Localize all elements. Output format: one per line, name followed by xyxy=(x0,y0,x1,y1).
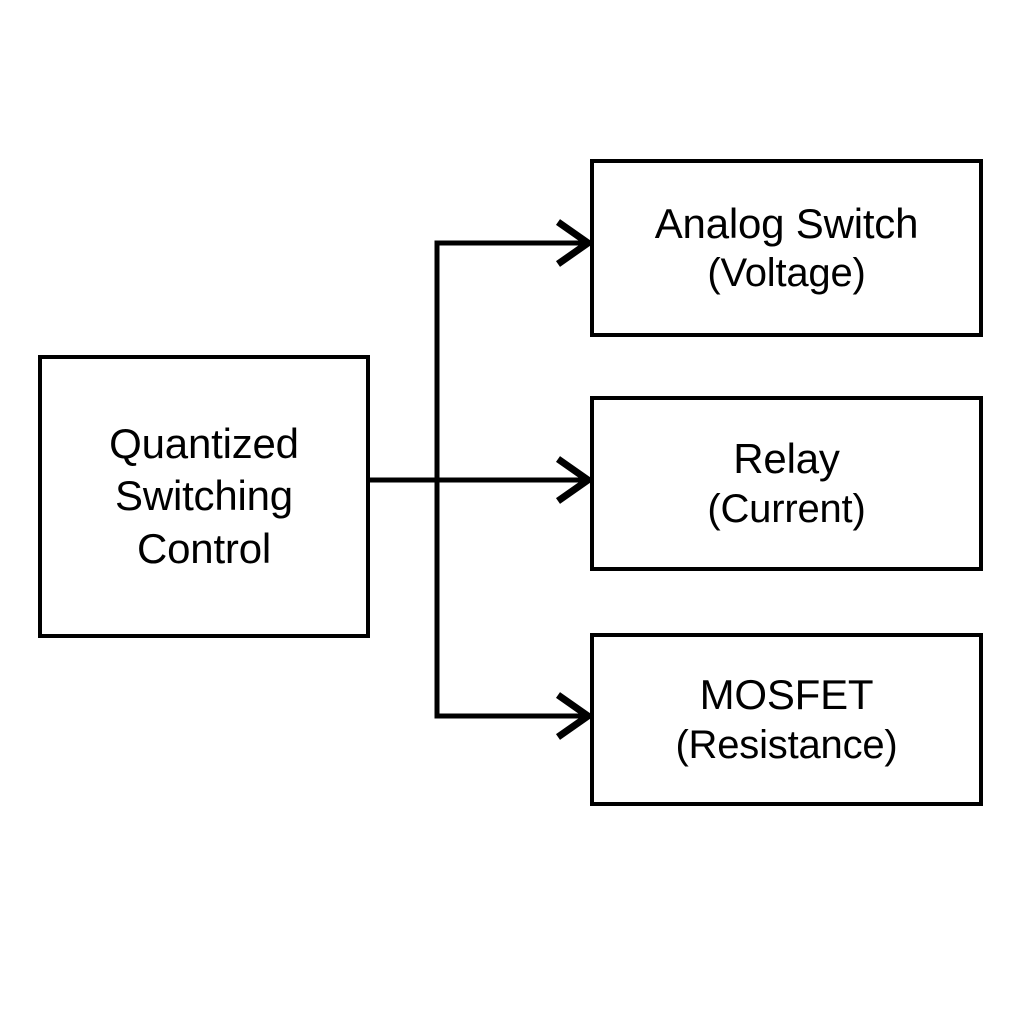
edge-source-to-relay xyxy=(437,456,595,504)
edge-source-to-mosfet xyxy=(437,692,595,740)
node-analog-switch[interactable]: Analog Switch (Voltage) xyxy=(590,159,983,337)
node-source-line-2: Switching xyxy=(115,472,293,520)
node-quantized-switching-control[interactable]: Quantized Switching Control xyxy=(38,355,370,638)
node-mosfet-qualifier: (Resistance) xyxy=(675,722,898,767)
node-relay-qualifier: (Current) xyxy=(707,486,866,531)
arrowhead-icon xyxy=(555,692,595,740)
node-mosfet[interactable]: MOSFET (Resistance) xyxy=(590,633,983,806)
node-source-line-1: Quantized xyxy=(109,420,299,468)
node-analog-switch-qualifier: (Voltage) xyxy=(707,251,866,296)
node-relay[interactable]: Relay (Current) xyxy=(590,396,983,571)
node-source-line-3: Control xyxy=(137,524,271,572)
arrowhead-icon xyxy=(555,219,595,267)
node-relay-title: Relay xyxy=(733,435,840,483)
node-mosfet-title: MOSFET xyxy=(699,671,874,719)
arrowhead-icon xyxy=(555,456,595,504)
node-analog-switch-title: Analog Switch xyxy=(654,199,919,247)
edge-source-to-analog-switch xyxy=(437,219,595,267)
